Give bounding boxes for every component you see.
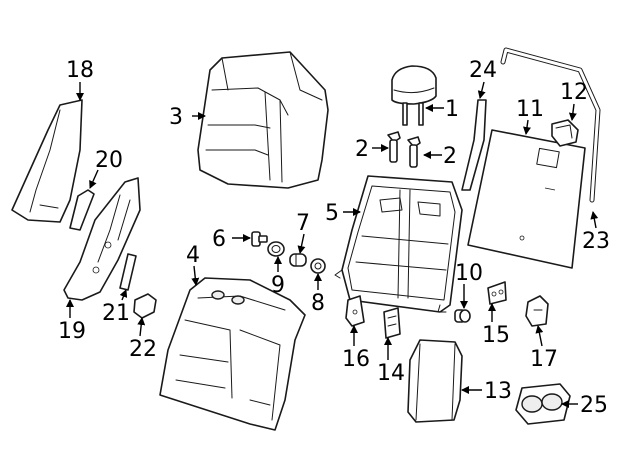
- callout-20: 20: [95, 148, 123, 173]
- leader-22: [137, 317, 146, 337]
- part-13-armrest: [407, 339, 463, 423]
- callout-7: 7: [296, 211, 310, 236]
- part-18-side-trim: [11, 99, 83, 223]
- part-25-cup-holder: [515, 383, 571, 425]
- leader-23: [590, 211, 599, 229]
- part-2-guide-sleeve-left: [387, 131, 401, 163]
- callout-2-right: 2: [443, 144, 457, 169]
- part-9-bushing: [267, 241, 285, 257]
- leader-4: [191, 265, 200, 286]
- callout-23: 23: [582, 229, 610, 254]
- callout-17: 17: [530, 347, 558, 372]
- part-24-side-strip: [461, 99, 487, 191]
- part-16-bracket: [345, 295, 365, 327]
- leader-20: [89, 169, 99, 189]
- callout-22: 22: [129, 337, 157, 362]
- leader-7: [297, 233, 306, 254]
- part-21-bar: [119, 253, 137, 291]
- callout-10: 10: [455, 261, 483, 286]
- callout-1: 1: [445, 97, 459, 122]
- part-12-clip: [551, 119, 579, 147]
- callout-21: 21: [102, 301, 130, 326]
- callout-2-left: 2: [355, 137, 369, 162]
- part-10-pivot: [454, 309, 471, 323]
- part-1-headrest: [391, 65, 437, 126]
- callout-25: 25: [580, 393, 608, 418]
- callout-6: 6: [212, 227, 226, 252]
- part-20-cap: [69, 189, 95, 231]
- callout-5: 5: [325, 201, 339, 226]
- part-14-bracket: [383, 307, 401, 339]
- callout-4: 4: [186, 243, 200, 268]
- part-15-bracket: [487, 281, 507, 305]
- callout-14: 14: [377, 361, 405, 386]
- leader-21: [119, 289, 128, 301]
- callout-19: 19: [58, 319, 86, 344]
- part-2-guide-sleeve-right: [407, 136, 421, 168]
- part-23-wire-rod: [500, 47, 601, 203]
- leader-24: [477, 81, 486, 99]
- callout-labels: 3 1 2 2 5 24 11 12 23 18 20 19 21 22 4 6…: [58, 58, 610, 418]
- leader-12: [568, 103, 577, 121]
- part-11-back-panel: [467, 129, 586, 269]
- callout-8: 8: [311, 291, 325, 316]
- callout-16: 16: [342, 347, 370, 372]
- part-6-bolt: [251, 231, 268, 247]
- callout-13: 13: [484, 379, 512, 404]
- leader-11: [523, 119, 531, 135]
- leader-lines: [66, 81, 599, 408]
- part-8-nut: [310, 258, 326, 274]
- callout-18: 18: [66, 58, 94, 83]
- part-17-hinge: [525, 295, 549, 327]
- callout-11: 11: [516, 97, 544, 122]
- callout-9: 9: [271, 273, 285, 298]
- callout-3: 3: [169, 105, 183, 130]
- leader-17: [535, 325, 544, 347]
- callout-12: 12: [560, 80, 588, 105]
- part-19-side-bracket: [63, 177, 141, 301]
- part-5-seat-back-frame: [334, 175, 463, 313]
- callout-15: 15: [482, 323, 510, 348]
- part-4-rear-panel: [159, 277, 306, 431]
- callout-24: 24: [469, 58, 497, 83]
- part-7-sleeve: [289, 253, 307, 267]
- part-3-seat-back-cushion: [197, 51, 329, 189]
- part-22-latch-cover: [133, 293, 157, 319]
